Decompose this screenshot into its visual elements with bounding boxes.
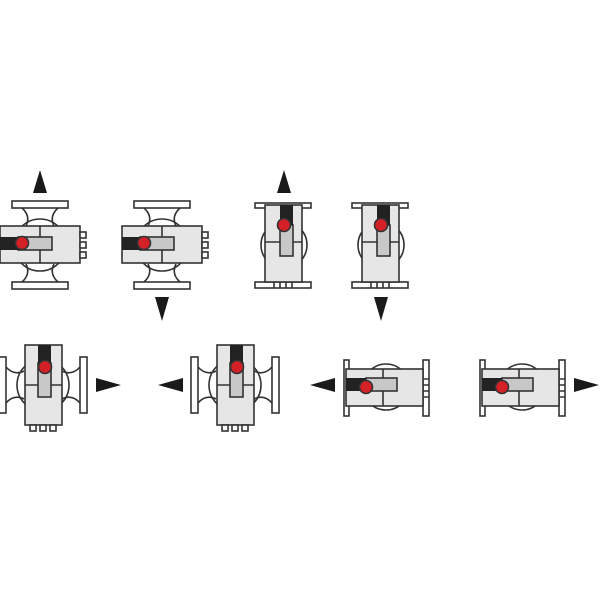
pump-icon: [0, 200, 87, 290]
pump-position-7: [310, 359, 430, 417]
flow-arrow-right-icon: [574, 378, 599, 392]
pump-position-4: [351, 202, 409, 321]
pump-icon: [254, 202, 312, 289]
pump-position-1: [0, 170, 87, 290]
pump-icon: [190, 344, 280, 432]
pump-icon: [121, 200, 209, 290]
flow-arrow-up-icon: [33, 170, 47, 193]
pump-position-8: [479, 359, 599, 417]
flow-arrow-down-icon: [155, 297, 169, 321]
flow-arrow-left-icon: [310, 378, 335, 392]
flow-arrow-up-icon: [277, 170, 291, 193]
flow-arrow-left-icon: [158, 378, 183, 392]
flow-arrow-down-icon: [374, 297, 388, 321]
pump-position-6: [158, 344, 280, 432]
pump-position-5: [0, 344, 121, 432]
flow-arrow-right-icon: [96, 378, 121, 392]
pump-position-2: [121, 200, 209, 321]
pump-position-3: [254, 170, 312, 289]
pump-icon: [343, 359, 430, 417]
pump-icon: [351, 202, 409, 289]
pump-icon: [479, 359, 566, 417]
pump-icon: [0, 344, 88, 432]
